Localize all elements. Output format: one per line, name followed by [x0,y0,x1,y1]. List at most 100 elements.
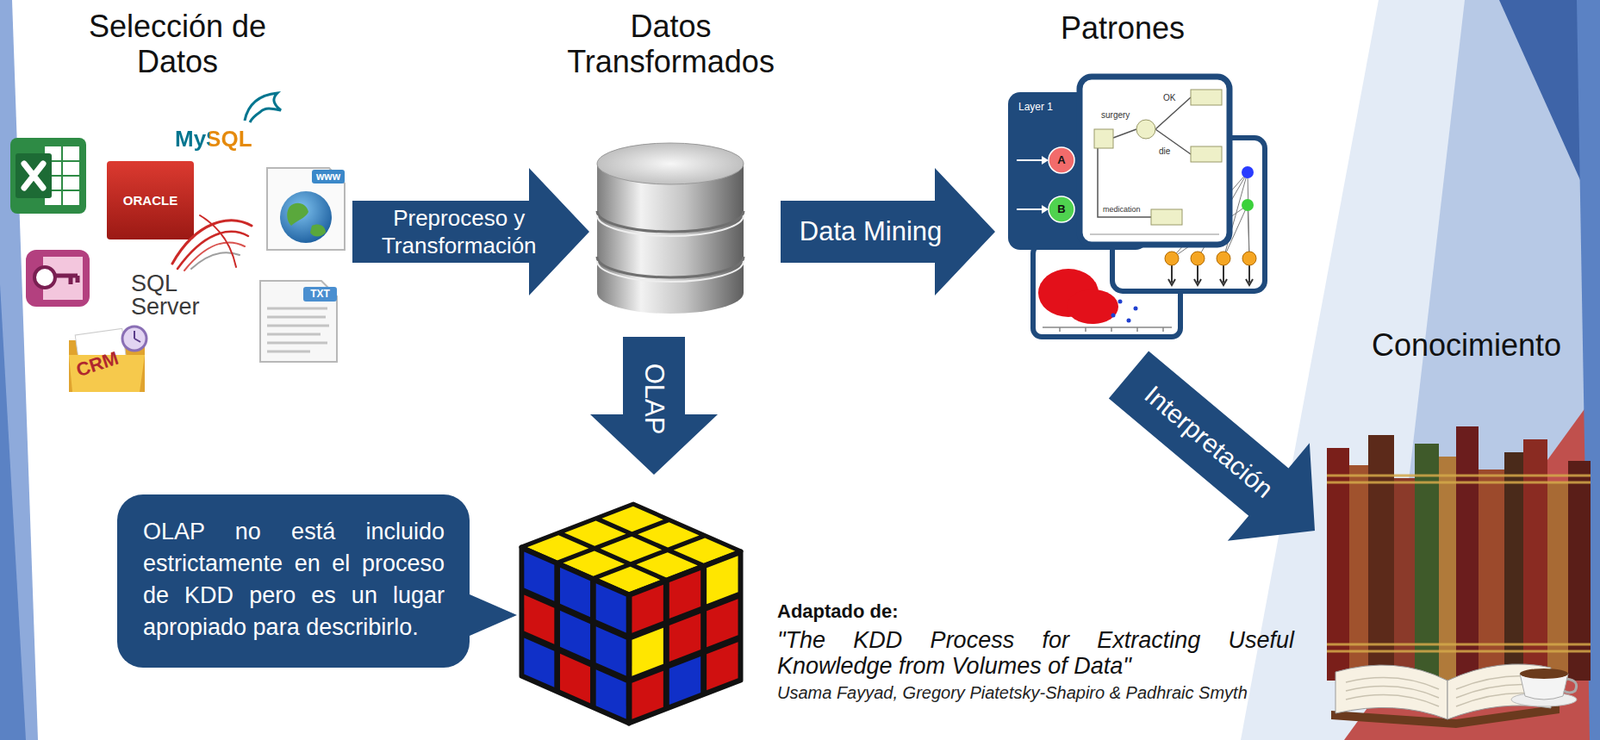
books-illustration [1438,456,1457,681]
sql-server-logo [172,220,252,264]
stage-heading-wrap: Selección de Datos [65,8,290,80]
books-illustration [1335,665,1448,720]
excel-icon [10,137,87,214]
neural-network-card [1048,196,1075,223]
block-arrow [1108,350,1315,541]
neural-layer-card [1171,265,1250,283]
neural-layer-card [1164,251,1179,266]
arrow-label: Preproceso y Transformación [373,204,546,260]
neural-network-card [1016,160,1045,210]
slide-decoration [1240,0,1600,740]
rubik-cube [523,594,555,644]
rubik-cube [601,506,663,532]
books-illustration [1326,475,1591,652]
badge-text: TXT [303,286,337,302]
database-cylinder [597,163,744,314]
rubik-cube [669,613,701,662]
logo-text: SQL Server [130,272,218,319]
scatter-plot-card [1066,289,1119,324]
neural-layer-card [1216,251,1231,266]
rubik-cube [523,551,555,601]
scatter-plot-card [1126,318,1132,324]
crm-folder-icon [68,326,147,393]
stage-heading: Selección de Datos [65,8,290,80]
slide-decoration [0,0,38,740]
text-document-icon [260,280,337,362]
arrow-label: Data Mining [771,216,971,248]
sql-server-logo [177,231,249,269]
books-illustration [1568,460,1591,681]
rubik-cube [637,522,699,548]
web-document-icon [311,169,345,184]
books-illustration [1504,452,1524,681]
neural-network-card [1041,205,1049,214]
sql-server-logo [199,215,237,268]
decision-tree-card [1136,119,1156,139]
rubik-cube [560,567,591,617]
access-icon [55,275,78,285]
arrow-label: OLAP [638,347,670,451]
tree-label: OK [1163,93,1176,104]
neural-network-card [1041,155,1049,165]
neural-layer-card [1242,251,1257,266]
tree-label: die [1158,146,1171,157]
access-icon [25,249,90,307]
callout-bubble: OLAP no está incluido estrictamente en e… [117,494,470,668]
database-cylinder [597,143,744,185]
rubik-cube [560,653,591,704]
decision-tree-card [1079,76,1230,245]
block-arrow [590,336,718,475]
web-document-icon [286,203,309,226]
web-document-icon [267,168,345,250]
scatter-plot-card [1133,306,1139,312]
citation-heading: Adaptado de: [777,600,899,623]
excel-icon [15,153,52,199]
tree-label: surgery [1101,110,1130,121]
decision-tree-card [1094,129,1114,149]
rubik-cube [596,626,627,676]
decision-tree-card [1190,146,1222,162]
stage-box: Datos Transformados [591,137,750,319]
decision-tree-card [1190,89,1222,106]
rubik-cube [521,504,741,724]
text-document-icon [303,286,337,302]
scatter-plot-card [1118,299,1123,305]
text-document-icon [260,280,337,362]
rubik-cube [596,583,627,633]
rubik-cube [631,628,663,677]
citation-title: "The KDD Process for Extracting Useful K… [777,627,1295,679]
sql-server-logo [172,215,252,271]
books-illustration [1519,668,1569,679]
scatter-plot-card [1111,313,1116,318]
rubik-cube [596,669,627,719]
olap-cube-box: OLAP no está incluido estrictamente en e… [515,494,755,736]
text-document-icon [267,308,330,352]
database-cylinder [597,143,744,314]
crm-folder-icon [122,326,147,351]
neural-layer-card [1241,166,1254,179]
rubik-cube [706,555,738,604]
rubik-cube [523,637,555,687]
web-document-icon [310,224,326,237]
books-illustration [1349,465,1369,681]
neural-layer-card [1190,251,1205,266]
neural-network-card [1048,147,1075,174]
web-document-icon [267,168,345,250]
excel-icon [24,163,44,188]
stage-heading-wrap: Conocimiento [1328,327,1600,363]
oracle-logo [106,161,194,240]
database-cylinder [597,256,744,278]
books-illustration [1456,426,1479,681]
stage-heading: Patrones [984,10,1261,46]
block-arrow [352,168,590,296]
logo-text: ORACLE [106,192,194,209]
oracle-logo [106,161,194,240]
books-illustration [1563,678,1577,693]
decision-tree-card [1089,233,1220,236]
rubik-cube [631,671,663,720]
stage-box: Conocimiento [1315,387,1600,729]
citation-authors: Usama Fayyad, Gregory Piatetsky-Shapiro … [777,682,1295,704]
callout-text: OLAP no está incluido estrictamente en e… [143,516,445,644]
